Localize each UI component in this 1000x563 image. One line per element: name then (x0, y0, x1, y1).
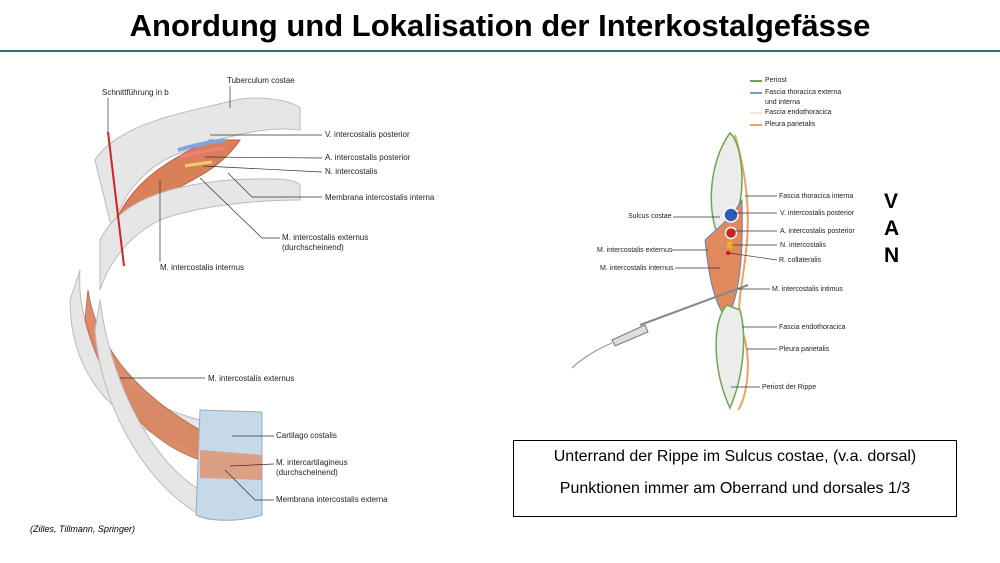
label-a-intercostalis-posterior: A. intercostalis posterior (325, 153, 411, 162)
label-externus-right: M. intercostalis externus (597, 247, 673, 254)
label-membrana-interna: Membrana intercostalis interna (325, 193, 435, 202)
rib-illustration-left (69, 97, 301, 521)
citation: (Zilles, Tillmann, Springer) (30, 524, 135, 534)
label-intimus: M. intercostalis intimus (772, 286, 843, 293)
van-mnemonic: V A N (884, 188, 899, 269)
label-n-ic-right: N. intercostalis (780, 242, 826, 249)
label-v-intercostalis-posterior: V. intercostalis posterior (325, 130, 410, 139)
slide-title: Anordung und Lokalisation der Interkosta… (129, 8, 871, 43)
label-externus-durch: M. intercostalis externus (282, 233, 369, 242)
legend-periost: Periost (765, 77, 787, 84)
label-cartilago-costalis: Cartilago costalis (276, 431, 337, 440)
label-sulcus-costae: Sulcus costae (628, 213, 672, 220)
note-line-2: Punktionen immer am Oberrand und dorsale… (559, 480, 911, 497)
van-letter-v: V (884, 190, 899, 213)
van-letter-n: N (884, 244, 900, 267)
note-line-1: Unterrand der Rippe im Sulcus costae, (v… (553, 448, 917, 465)
label-intercartilagineus: M. intercartilagineus (276, 458, 348, 467)
legend-pleura-parietalis: Pleura parietalis (765, 121, 816, 128)
legend-fascia-thoracica: Fascia thoracica externa und interna (765, 89, 842, 106)
label-membrana-externa: Membrana intercostalis externa (276, 495, 388, 504)
label-externus-durch-2: (durchscheinend) (282, 243, 344, 252)
legend-fascia-endothoracica: Fascia endothoracica (765, 109, 832, 116)
label-a-post-right: A. intercostalis posterior (780, 228, 855, 235)
van-letter-a: A (884, 217, 900, 240)
leader-lines-left (107, 86, 323, 501)
label-fascia-endothoracica: Fascia endothoracica (779, 324, 846, 331)
label-externus: M. intercostalis externus (208, 374, 295, 383)
leader-lines-right (672, 195, 778, 388)
label-r-collateralis: R. collateralis (779, 257, 822, 264)
note-box: Unterrand der Rippe im Sulcus costae, (v… (513, 440, 957, 517)
label-fascia-thoracica-interna: Fascia thoracica interna (779, 193, 854, 200)
title-divider (0, 50, 1000, 52)
label-v-post-right: V. intercostalis posterior (780, 210, 855, 217)
label-internus: M. intercostalis internus (160, 263, 245, 272)
label-periost-der-rippe: Periost der Rippe (762, 384, 817, 391)
label-n-intercostalis: N. intercostalis (325, 167, 378, 176)
label-tuberculum-costae: Tuberculum costae (227, 76, 295, 85)
label-schnittfuehrung: Schnittführung in b (102, 88, 169, 97)
label-intercartilagineus-2: (durchscheinend) (276, 468, 338, 477)
label-pleura-parietalis: Pleura parietalis (779, 346, 830, 353)
label-internus-right: M. intercostalis internus (600, 265, 674, 272)
